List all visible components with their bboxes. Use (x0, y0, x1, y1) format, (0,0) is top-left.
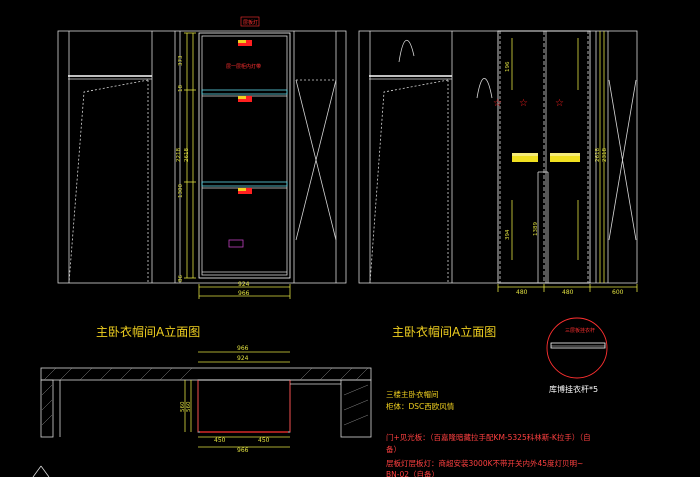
red-note-2a: 层板灯层板灯：商超安装3000K不带开关内外45度灯贝明~ (386, 458, 583, 468)
red-note-1a: 门+见光板：（百嘉隆暗藏拉手配KM-5325科林斯-K拉手）（自 (386, 432, 591, 442)
plan-dim-l1: 560 (180, 401, 186, 412)
left-elevation (57, 30, 347, 299)
dim-right-v5: 394 (505, 229, 511, 240)
dim-left-v3: 2218 (176, 148, 182, 162)
star-icon-3: ☆ (555, 98, 564, 109)
dim-right-b1: 480 (516, 289, 528, 296)
top-label: 层板灯 (243, 19, 258, 26)
light-fixture-mid-yellow (238, 96, 246, 99)
dim-right-v4: 1389 (533, 222, 539, 236)
plan-dim-b1: 450 (214, 437, 226, 444)
shelf-note: 层一层柜内灯带 (226, 63, 261, 70)
socket-symbol (228, 239, 244, 248)
star-icon-2: ☆ (519, 98, 528, 109)
note-line1: 三楼主卧衣帽间 (386, 389, 439, 399)
wall-hatching (41, 367, 369, 426)
dim-right-v2: 2618 (595, 148, 601, 162)
note-line2: 柜体：DSC西欧风情 (386, 401, 455, 411)
dim-left-v5: 1300 (178, 184, 184, 198)
light-fixture-low-yellow (238, 188, 246, 191)
detail-label: 库博挂衣杆*5 (549, 384, 598, 394)
hanger-rod-detail: 三层板挂衣杆 (546, 317, 608, 379)
dim-right-v3: 2318 (602, 148, 608, 162)
detail-title: 三层板挂衣杆 (565, 327, 595, 334)
dim-left-b2: 966 (238, 290, 250, 297)
star-icon-1: ☆ (493, 98, 502, 109)
dim-left-b1: 924 (238, 281, 250, 288)
plan-dim-top2: 924 (237, 355, 249, 362)
dim-left-v2: 18 (178, 85, 184, 92)
plan-dim-b3: 966 (237, 447, 249, 454)
right-elevation (358, 30, 638, 292)
door-handle-right-strip (550, 153, 580, 156)
dim-right-v1: 196 (505, 61, 511, 72)
door-handle-right (550, 153, 580, 162)
light-fixture-top-yellow (238, 40, 246, 43)
dim-left-v6: 86 (178, 275, 184, 282)
dim-left-v4: 2618 (184, 148, 190, 162)
door-handle-left-strip (512, 153, 538, 156)
dim-right-b3: 600 (612, 289, 624, 296)
ucs-axis-icon (32, 465, 50, 477)
right-elevation-title: 主卧衣帽间A立面图 (392, 324, 496, 339)
dim-right-b2: 480 (562, 289, 574, 296)
red-note-1b: 备） (386, 444, 401, 454)
dim-left-v1: 373 (178, 55, 184, 66)
plan-dim-top1: 966 (237, 345, 249, 352)
door-handle-left (512, 153, 538, 162)
left-elevation-title: 主卧衣帽间A立面图 (96, 324, 200, 339)
plan-dim-l2: 560 (186, 401, 192, 412)
plan-dim-b2: 450 (258, 437, 270, 444)
red-note-2b: BN-02（自备） (386, 469, 439, 477)
